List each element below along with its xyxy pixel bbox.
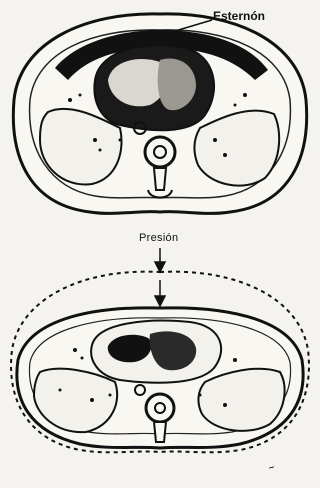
spinous-process-normal (154, 168, 166, 190)
pressure-label: Presión (139, 232, 178, 244)
vertebra-body-normal (145, 137, 175, 167)
pressure-arrows (155, 248, 165, 306)
right-lung-compressed (198, 369, 284, 431)
chest-section-normal (13, 14, 306, 214)
sternum-label: Esternón (213, 9, 265, 23)
vertebra-body-compressed (146, 394, 174, 422)
